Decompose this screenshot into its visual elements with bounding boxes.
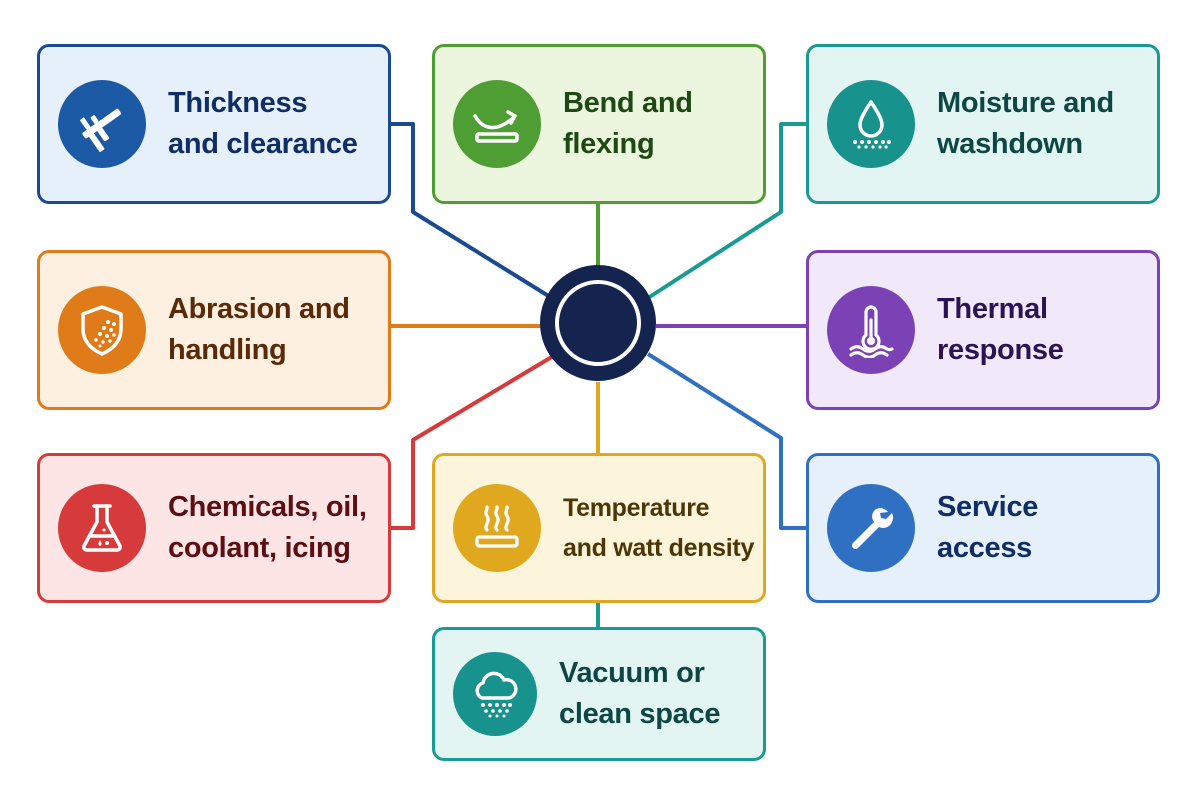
card-label: Chemicals, oil, coolant, icing xyxy=(168,491,367,564)
water-drop-icon xyxy=(827,80,915,168)
card-bend-and-flexing: Bend and flexing xyxy=(432,44,766,204)
flask-icon xyxy=(58,484,146,572)
card-label: Thermal response xyxy=(937,293,1064,366)
center-hub-ring xyxy=(555,280,641,366)
card-label: Moisture and washdown xyxy=(937,87,1114,160)
card-label: Vacuum or clean space xyxy=(559,657,721,730)
connector-thickness xyxy=(391,122,557,302)
wrench-icon xyxy=(827,484,915,572)
card-label: Service access xyxy=(937,491,1039,564)
connector-moisture xyxy=(646,122,806,300)
connector-chemicals xyxy=(391,353,557,530)
card-label: Thickness and clearance xyxy=(168,87,358,160)
card-temperature-and-watt-density: Temperature and watt density xyxy=(432,453,766,603)
heat-pad-icon xyxy=(453,484,541,572)
center-hub xyxy=(540,265,656,381)
card-vacuum-or-clean-space: Vacuum or clean space xyxy=(432,627,766,761)
shield-icon xyxy=(58,286,146,374)
thermometer-icon xyxy=(827,286,915,374)
card-label: Bend and flexing xyxy=(563,87,693,160)
cloud-icon xyxy=(453,652,537,736)
bend-flex-icon xyxy=(453,80,541,168)
card-moisture-and-washdown: Moisture and washdown xyxy=(806,44,1160,204)
card-label: Abrasion and handling xyxy=(168,293,350,366)
card-abrasion-and-handling: Abrasion and handling xyxy=(37,250,391,410)
card-thermal-response: Thermal response xyxy=(806,250,1160,410)
card-label: Temperature and watt density xyxy=(563,494,755,562)
card-thickness-and-clearance: Thickness and clearance xyxy=(37,44,391,204)
card-chemicals-oil-coolant-icing: Chemicals, oil, coolant, icing xyxy=(37,453,391,603)
card-service-access: Service access xyxy=(806,453,1160,603)
caliper-icon xyxy=(58,80,146,168)
connector-service xyxy=(646,352,806,530)
